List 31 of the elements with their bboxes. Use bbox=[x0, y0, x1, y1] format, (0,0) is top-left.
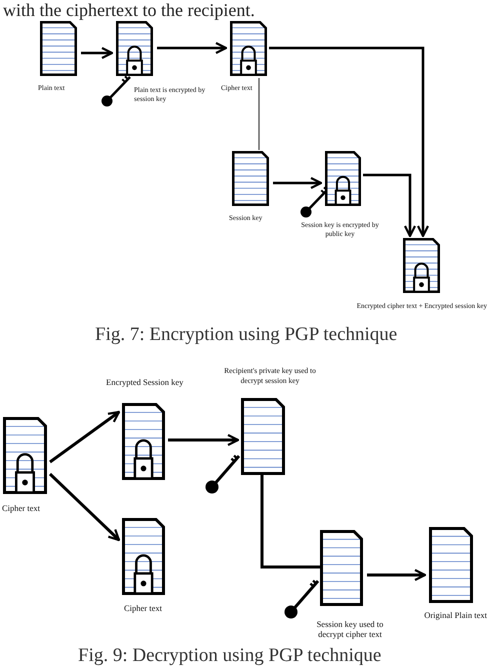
arrow bbox=[49, 410, 120, 464]
document-icon bbox=[241, 398, 285, 475]
document-caption: Original Plain text bbox=[424, 610, 487, 620]
document-caption: Session key used to decrypt cipher text bbox=[316, 619, 384, 639]
document-icon bbox=[230, 21, 267, 76]
document-icon bbox=[325, 151, 361, 206]
document-icon bbox=[122, 518, 165, 595]
connector-line bbox=[258, 78, 260, 150]
document-icon bbox=[232, 151, 269, 206]
figure-caption: Fig. 7: Encryption using PGP technique bbox=[95, 324, 398, 346]
arrow bbox=[273, 176, 322, 190]
document-caption: Cipher text bbox=[2, 503, 40, 513]
document-icon bbox=[403, 238, 440, 293]
paragraph-text: with the ciphertext to the recipient. bbox=[3, 0, 255, 20]
document-icon bbox=[122, 403, 165, 480]
document-icon bbox=[116, 21, 153, 76]
arrow bbox=[367, 568, 426, 582]
arrow bbox=[81, 46, 114, 60]
document-icon bbox=[3, 417, 47, 494]
document-icon bbox=[320, 530, 363, 606]
document-icon bbox=[40, 21, 77, 76]
document-caption: Encrypted Session key bbox=[106, 377, 184, 387]
document-caption: Cipher text bbox=[124, 603, 162, 613]
figure-caption: Fig. 9: Decryption using PGP technique bbox=[78, 645, 382, 667]
arrow bbox=[168, 434, 240, 446]
arrow bbox=[48, 472, 120, 542]
document-icon bbox=[429, 527, 473, 603]
connector-line bbox=[260, 475, 320, 568]
arrow bbox=[269, 46, 430, 238]
arrow bbox=[363, 174, 416, 238]
arrow bbox=[157, 42, 228, 54]
